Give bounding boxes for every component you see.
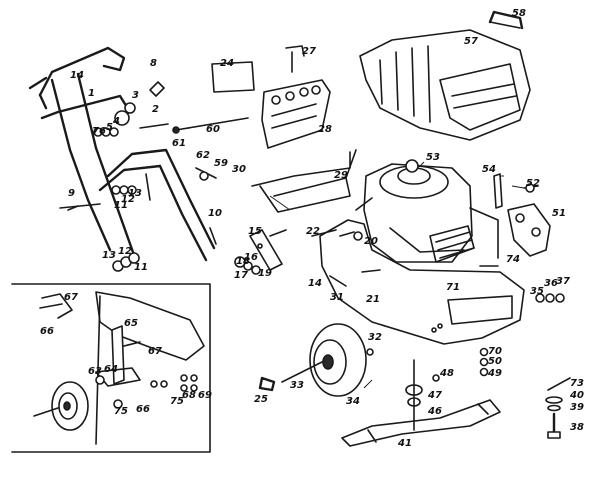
part-number-label: 4 <box>112 116 120 127</box>
part-number-label: 48 <box>439 368 454 379</box>
part-number-label: 5 <box>106 122 113 133</box>
part-number-label: 57 <box>464 36 478 47</box>
part-number-label: 73 <box>570 378 584 389</box>
part-number-label: 13 <box>128 188 142 199</box>
part-number-label: 49 <box>487 368 502 379</box>
part-number-label: 46 <box>427 406 442 417</box>
part-number-label: 15 <box>248 226 262 237</box>
part-number-label: 75 <box>114 406 128 417</box>
part-number-label: 51 <box>552 208 566 219</box>
part-number-label: 40 <box>569 390 584 401</box>
part-number-label: 18 <box>236 256 250 267</box>
part-number-label: 19 <box>258 268 272 279</box>
part-number-label: 7 <box>92 126 99 137</box>
inset-detail <box>11 283 211 453</box>
part-number-label: 38 <box>570 422 584 433</box>
part-number-label: 3 <box>132 90 139 101</box>
part-number-label: 50 <box>488 356 502 367</box>
part-number-label: 66 <box>40 326 54 337</box>
part-number-label: 14 <box>308 278 322 289</box>
cover-plate <box>211 45 331 149</box>
part-number-label: 24 <box>220 58 234 69</box>
bag-frame <box>251 149 357 213</box>
part-number-label: 27 <box>302 46 316 57</box>
part-number-label: 39 <box>570 402 584 413</box>
part-number-label: 62 <box>196 150 210 161</box>
part-number-label: 60 <box>206 124 220 135</box>
part-number-label: 32 <box>368 332 382 343</box>
part-number-label: 70 <box>488 346 502 357</box>
wheel-front <box>258 323 374 397</box>
part-number-label: 36 <box>544 278 558 289</box>
part-number-label: 29 <box>334 170 348 181</box>
part-number-label: 71 <box>446 282 460 293</box>
part-number-label: 13 <box>102 250 116 261</box>
part-number-label: 1 <box>88 88 95 99</box>
washers-right <box>535 293 565 303</box>
handle-assembly <box>28 46 249 272</box>
part-number-label: 30 <box>232 164 246 175</box>
deck <box>319 219 525 345</box>
part-number-label: 47 <box>427 390 442 401</box>
part-number-label: 63 <box>88 366 102 377</box>
part-number-label: 65 <box>124 318 138 329</box>
blade-bolt-stack <box>545 377 571 439</box>
height-adjuster <box>234 229 363 275</box>
part-number-label: 11 <box>134 262 148 273</box>
part-number-label: 11 <box>114 200 128 211</box>
part-number-label: 20 <box>364 236 378 247</box>
part-number-label: 9 <box>68 188 75 199</box>
part-number-label: 35 <box>530 286 544 297</box>
leader-lines <box>173 127 525 389</box>
part-number-label: 52 <box>526 178 540 189</box>
part-number-label: 68 <box>182 390 196 401</box>
part-number-label: 28 <box>318 124 332 135</box>
part-number-label: 69 <box>198 390 212 401</box>
part-number-label: 67 <box>148 346 162 357</box>
part-number-label: 66 <box>136 404 150 415</box>
part-number-label: 58 <box>512 8 526 19</box>
part-number-label: 6 <box>99 126 106 137</box>
part-number-label: 25 <box>254 394 268 405</box>
part-number-label: 33 <box>290 380 304 391</box>
part-number-label: 67 <box>64 292 78 303</box>
engine <box>355 159 499 263</box>
part-number-label: 16 <box>244 252 258 263</box>
part-number-label: 64 <box>104 364 118 375</box>
part-number-label: 8 <box>150 58 157 69</box>
part-number-label: 41 <box>397 438 412 449</box>
part-number-label: 34 <box>346 396 360 407</box>
part-number-label: 12 <box>118 246 132 257</box>
part-number-label: 75 <box>170 396 184 407</box>
part-number-label: 21 <box>366 294 380 305</box>
grass-catcher <box>359 10 531 141</box>
part-number-label: 54 <box>482 164 496 175</box>
blade <box>341 347 501 447</box>
part-number-label: 17 <box>234 270 248 281</box>
part-number-label: 53 <box>426 152 440 163</box>
part-number-label: 14 <box>70 70 84 81</box>
part-number-label: 22 <box>306 226 320 237</box>
part-number-label: 10 <box>208 208 222 219</box>
part-number-label: 59 <box>214 158 228 169</box>
part-number-label: 61 <box>172 138 186 149</box>
part-number-label: 31 <box>330 292 344 303</box>
part-number-label: 2 <box>152 104 159 115</box>
part-number-label: 74 <box>506 254 520 265</box>
part-number-label: 12 <box>121 194 135 205</box>
part-number-label: 37 <box>556 276 570 287</box>
right-bracket <box>493 173 551 257</box>
